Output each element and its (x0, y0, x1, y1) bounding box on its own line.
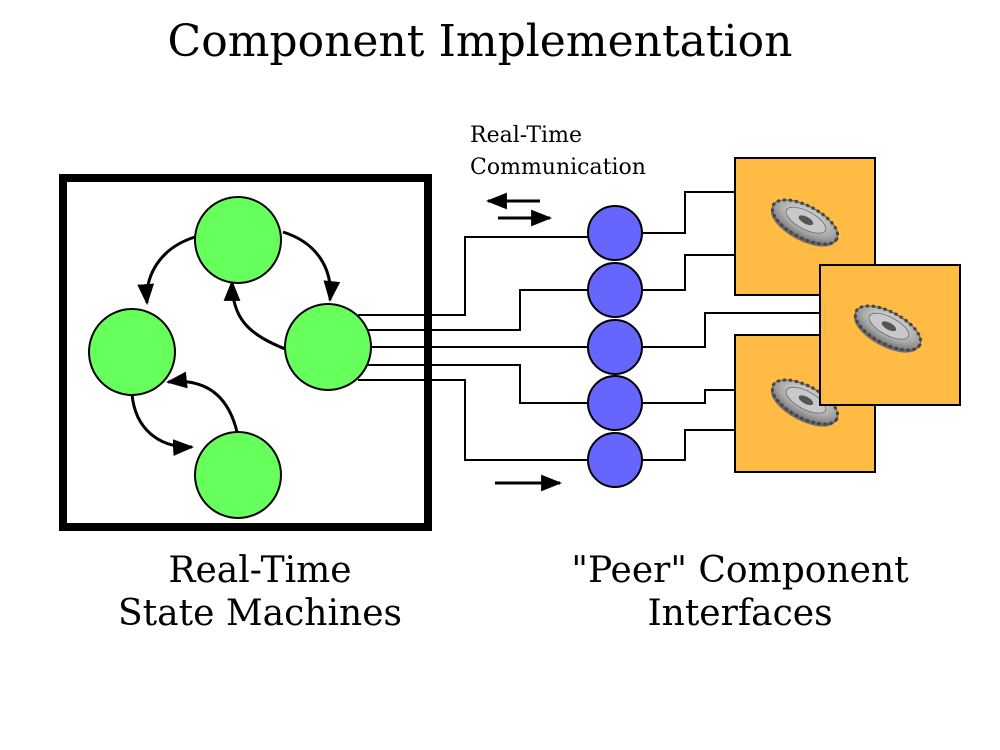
interface-box-1 (734, 157, 876, 296)
transition-top-left (137, 235, 196, 306)
communication-label-line-1: Real-Time (470, 123, 582, 148)
port-5 (587, 432, 643, 488)
peer-interfaces-label-line-2: Interfaces (647, 593, 833, 635)
state-machine-container (59, 174, 432, 531)
transition-bottom-left (165, 371, 239, 433)
gear-icon (853, 304, 923, 353)
interface-wires (640, 191, 820, 461)
diagram-title: Component Implementation (167, 16, 793, 67)
interface-box-2 (819, 264, 961, 406)
peer-interfaces-label-line-1: "Peer" Component (571, 550, 909, 591)
transition-top-right (282, 230, 341, 303)
gear-icon (770, 198, 840, 247)
state-transitions (130, 230, 341, 456)
port-1 (587, 205, 643, 261)
wire-5 (358, 379, 590, 461)
port-3 (587, 319, 643, 375)
state-machines-label-line-2: State Machines (118, 593, 402, 635)
wire-2 (358, 289, 590, 331)
communication-wires (358, 236, 590, 461)
state-machines-label: Real-Time State Machines (60, 549, 460, 635)
port-stack (587, 205, 643, 488)
state-right (284, 303, 372, 391)
communication-label-line-2: Communication (470, 154, 646, 180)
interface-wire-4 (640, 389, 735, 404)
wire-4 (358, 364, 590, 404)
port-2 (587, 262, 643, 318)
state-left (88, 308, 176, 396)
communication-label: Real-Time Communication (470, 120, 646, 184)
transition-right-top (223, 279, 289, 352)
wire-1 (358, 236, 590, 316)
state-bottom (194, 431, 282, 519)
interface-wire-2 (640, 254, 735, 291)
interface-wire-3 (640, 312, 820, 348)
transition-left-bottom (130, 393, 195, 456)
state-top (194, 196, 282, 284)
peer-interfaces-label: "Peer" Component Interfaces (520, 549, 960, 635)
direction-arrows (485, 192, 563, 492)
interface-wire-1 (640, 191, 735, 234)
interface-wire-5 (640, 429, 735, 461)
port-4 (587, 375, 643, 431)
gear-icon (770, 378, 840, 427)
state-machines-label-line-1: Real-Time (168, 550, 352, 591)
states (88, 196, 372, 519)
